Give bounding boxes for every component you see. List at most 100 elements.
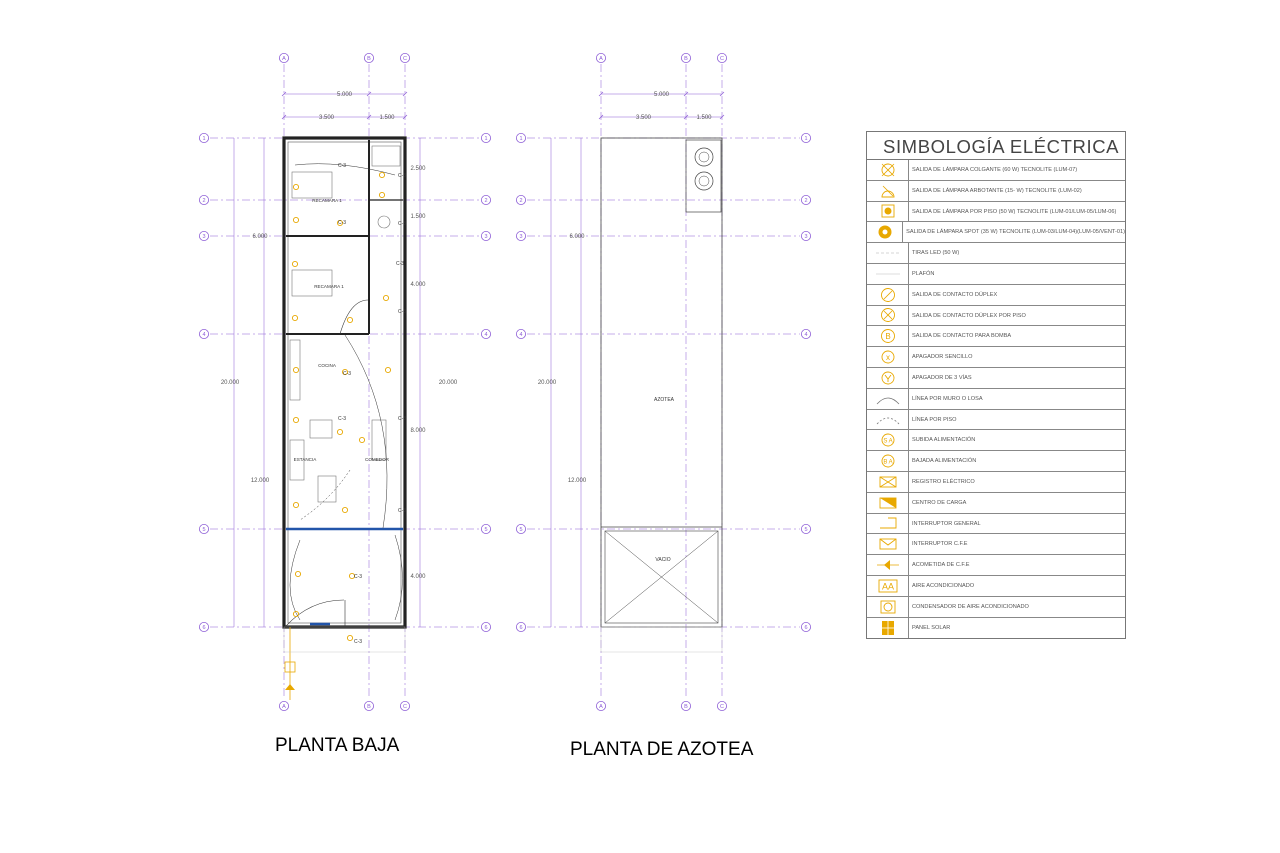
legend-row: CONDENSADOR DE AIRE ACONDICIONADO — [867, 596, 1125, 618]
legend-row: LÍNEA POR MURO O LOSA — [867, 388, 1125, 410]
circuit-label: C-3 — [396, 261, 404, 267]
legend-label: TIRAS LED (50 W) — [912, 250, 960, 257]
axis-label: A — [282, 56, 286, 62]
fixture-symbol — [358, 436, 366, 444]
axis-label: 5 — [484, 527, 487, 533]
axis-label: 2 — [202, 198, 205, 204]
axis-bubble — [596, 53, 607, 64]
axis-label: 5 — [804, 527, 807, 533]
feed-up-icon: S A — [867, 430, 909, 451]
legend-label: INTERRUPTOR GENERAL — [912, 520, 981, 527]
fixture-symbol — [291, 314, 299, 322]
door-swing — [285, 599, 345, 627]
legend-row: SALIDA DE LÁMPARA SPOT (35 W) TECNOLITE … — [867, 222, 1125, 244]
axis-bubble — [801, 328, 812, 339]
wiring-line — [289, 539, 301, 621]
legend-label: SALIDA DE CONTACTO DÚPLEX POR PISO — [912, 312, 1026, 319]
axis-bubble — [399, 53, 410, 64]
circuit-label: C-3 — [354, 639, 362, 645]
room-label: RECAMARA 1 — [312, 198, 342, 203]
pump-outlet-icon: B — [867, 326, 909, 347]
fixture-symbol — [382, 294, 390, 302]
bed — [291, 269, 333, 297]
axis-label: 4 — [202, 332, 205, 338]
axis-label: 1 — [484, 136, 487, 142]
feed-down-icon: B A — [867, 451, 909, 471]
legend-label: SALIDA DE LÁMPARA ARBOTANTE (15- W) TECN… — [912, 187, 1082, 194]
legend-row: PLAFÓN — [867, 263, 1125, 285]
legend-label: LÍNEA POR PISO — [912, 416, 957, 423]
axis-bubble — [363, 53, 374, 64]
axis-bubble — [596, 701, 607, 712]
axis-label: C — [720, 704, 724, 710]
ac-condenser-icon — [867, 596, 909, 617]
dimension-tick — [281, 91, 287, 97]
fixture-symbol — [346, 316, 354, 324]
dimension-text: 1.500 — [696, 115, 712, 121]
axis-label: C — [403, 704, 407, 710]
legend-row: INTERRUPTOR GENERAL — [867, 513, 1125, 535]
axis-label: B — [684, 56, 688, 62]
sofa — [309, 419, 333, 439]
axis-label: B — [367, 56, 371, 62]
axis-label: 5 — [519, 527, 522, 533]
tank-area — [685, 139, 722, 213]
floor-outlet-icon — [867, 305, 909, 326]
dimension-tick — [402, 91, 408, 97]
circuit-label: C-3 — [343, 371, 351, 377]
legend-label: AIRE ACONDICIONADO — [912, 582, 975, 589]
legend-label: PLAFÓN — [912, 270, 935, 277]
fixture-symbol — [292, 610, 300, 618]
fixture-symbol — [336, 428, 344, 436]
legend-row: APAGADOR DE 3 VÍAS — [867, 367, 1125, 389]
dimension-tick — [281, 114, 287, 120]
water-tank — [694, 171, 714, 191]
legend-label: SALIDA DE LÁMPARA SPOT (35 W) TECNOLITE … — [906, 229, 1125, 236]
axis-bubble — [480, 194, 491, 205]
axis-bubble — [198, 132, 209, 143]
legend-label: SALIDA DE CONTACTO PARA BOMBA — [912, 333, 1012, 340]
room-label: COCINA — [318, 363, 337, 368]
dimension-tick — [719, 114, 725, 120]
axis-bubble — [516, 328, 527, 339]
axis-bubble — [801, 622, 812, 633]
service-symbol — [285, 684, 295, 690]
electrical-legend: SIMBOLOGÍA ELÉCTRICA SALIDA DE LÁMPARA C… — [866, 131, 1126, 640]
dimension-tick — [366, 91, 372, 97]
axis-bubble — [198, 328, 209, 339]
meter-symbol — [284, 661, 296, 673]
axis-label: 6 — [519, 625, 522, 631]
spot-lamp-icon — [867, 222, 904, 243]
axis-label: 1 — [519, 136, 522, 142]
dimension-text: 12.000 — [568, 478, 587, 484]
fixture-symbol — [292, 416, 300, 424]
axis-bubble — [278, 701, 289, 712]
axis-bubble — [198, 622, 209, 633]
floor-line-icon — [867, 409, 909, 430]
circuit-label: C-3 — [398, 173, 406, 179]
exterior-wall — [282, 136, 407, 629]
legend-row: PANEL SOLAR — [867, 617, 1125, 639]
fixture-symbol — [292, 501, 300, 509]
axis-bubble — [480, 230, 491, 241]
load-center-icon — [867, 492, 909, 513]
legend-row: LÍNEA POR PISO — [867, 409, 1125, 431]
fixture-symbol — [378, 191, 386, 199]
axis-label: 6 — [484, 625, 487, 631]
axis-label: 6 — [804, 625, 807, 631]
pendant-lamp-icon — [867, 160, 909, 180]
fixture-symbol — [291, 260, 299, 268]
fixture-symbol — [292, 216, 300, 224]
wall-line-icon — [867, 388, 909, 409]
axis-bubble — [198, 230, 209, 241]
single-switch-icon: x — [867, 347, 909, 367]
dimension-text: 1.500 — [379, 115, 395, 121]
dimension-text: 5.000 — [337, 92, 353, 98]
legend-label: BAJADA ALIMENTACIÓN — [912, 458, 977, 465]
svg-text:S A: S A — [883, 439, 892, 445]
axis-bubble — [681, 701, 692, 712]
axis-bubble — [480, 622, 491, 633]
legend-row: TIRAS LED (50 W) — [867, 243, 1125, 264]
